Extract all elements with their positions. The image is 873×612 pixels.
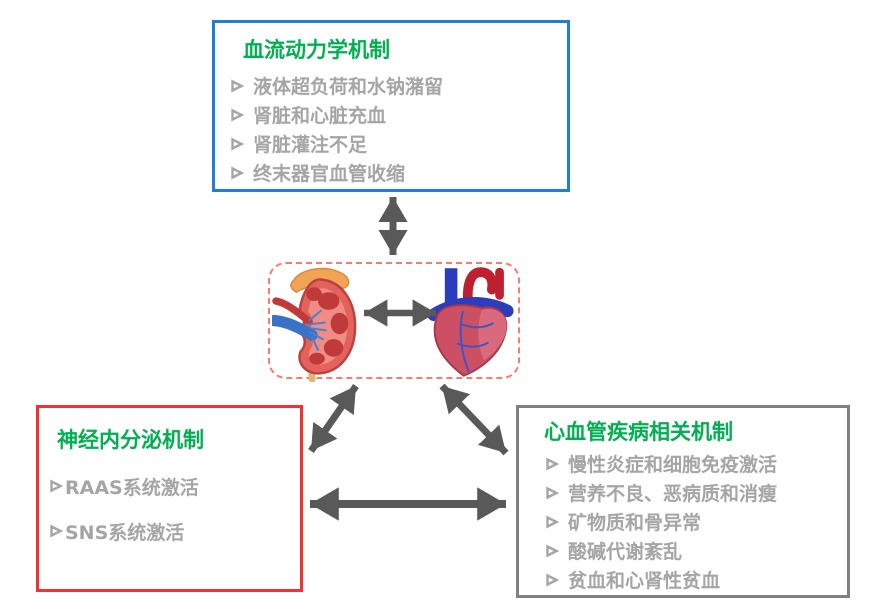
arrowhead-bullet-icon xyxy=(49,524,63,538)
list-item-text: 酸碱代谢紊乱 xyxy=(568,541,683,564)
hemodynamic-list: 液体超负荷和水钠潴留 肾脏和心脏充血 肾脏灌注不足 终末器官血管收缩 xyxy=(215,71,567,187)
list-item: 酸碱代谢紊乱 xyxy=(519,536,847,565)
list-item: 营养不良、恶病质和消瘦 xyxy=(519,478,847,507)
list-item-text: 营养不良、恶病质和消瘦 xyxy=(568,483,778,506)
list-item-text: 肾脏灌注不足 xyxy=(253,134,368,157)
cardiovascular-box: 心血管疾病相关机制 慢性炎症和细胞免疫激活 营养不良、恶病质和消瘦 矿物质和骨异… xyxy=(516,405,850,598)
kidney-illustration xyxy=(272,267,357,382)
list-item: 终末器官血管收缩 xyxy=(215,158,567,187)
list-item: 矿物质和骨异常 xyxy=(519,507,847,536)
arrowhead-bullet-icon xyxy=(49,479,63,493)
heart-illustration xyxy=(427,267,514,377)
arrowhead-bullet-icon xyxy=(545,544,559,558)
arrow-center-to-cardiovascular xyxy=(439,383,509,456)
arrowhead-bullet-icon xyxy=(230,79,244,93)
list-item-text: 贫血和心肾性贫血 xyxy=(568,570,721,593)
neuroendocrine-title: 神经内分泌机制 xyxy=(57,428,204,452)
list-item: 贫血和心肾性贫血 xyxy=(519,565,847,594)
arrowhead-bullet-icon xyxy=(545,515,559,529)
list-item-text: RAAS系统激活 xyxy=(65,476,199,499)
arrow-center-to-neuroendocrine xyxy=(308,384,359,453)
neuroendocrine-list: RAAS系统激活 SNS系统激活 xyxy=(39,471,300,546)
cardiovascular-list: 慢性炎症和细胞免疫激活 营养不良、恶病质和消瘦 矿物质和骨异常 酸碱代谢紊乱 xyxy=(519,449,847,594)
list-item-text: 肾脏和心脏充血 xyxy=(253,105,387,128)
list-item-text: SNS系统激活 xyxy=(65,521,185,544)
list-item-text: 液体超负荷和水钠潴留 xyxy=(253,76,444,99)
list-item: 肾脏灌注不足 xyxy=(215,129,567,158)
list-item: 液体超负荷和水钠潴留 xyxy=(215,71,567,100)
neuroendocrine-box: 神经内分泌机制 RAAS系统激活 SNS系统激活 xyxy=(36,405,303,592)
list-item-text: 慢性炎症和细胞免疫激活 xyxy=(568,454,778,477)
list-item: 慢性炎症和细胞免疫激活 xyxy=(519,449,847,478)
arrowhead-bullet-icon xyxy=(545,486,559,500)
list-item: SNS系统激活 xyxy=(39,516,300,546)
arrowhead-bullet-icon xyxy=(230,137,244,151)
list-item-text: 矿物质和骨异常 xyxy=(568,512,702,535)
arrowhead-bullet-icon xyxy=(545,457,559,471)
arrowhead-bullet-icon xyxy=(545,573,559,587)
list-item-text: 终末器官血管收缩 xyxy=(253,163,406,186)
hemodynamic-title: 血流动力学机制 xyxy=(243,38,390,62)
cardiovascular-title: 心血管疾病相关机制 xyxy=(544,420,733,444)
arrowhead-bullet-icon xyxy=(230,108,244,122)
arrowhead-bullet-icon xyxy=(230,166,244,180)
list-item: 肾脏和心脏充血 xyxy=(215,100,567,129)
list-item: RAAS系统激活 xyxy=(39,471,300,501)
hemodynamic-box: 血流动力学机制 液体超负荷和水钠潴留 肾脏和心脏充血 肾脏灌注不足 xyxy=(212,20,570,192)
